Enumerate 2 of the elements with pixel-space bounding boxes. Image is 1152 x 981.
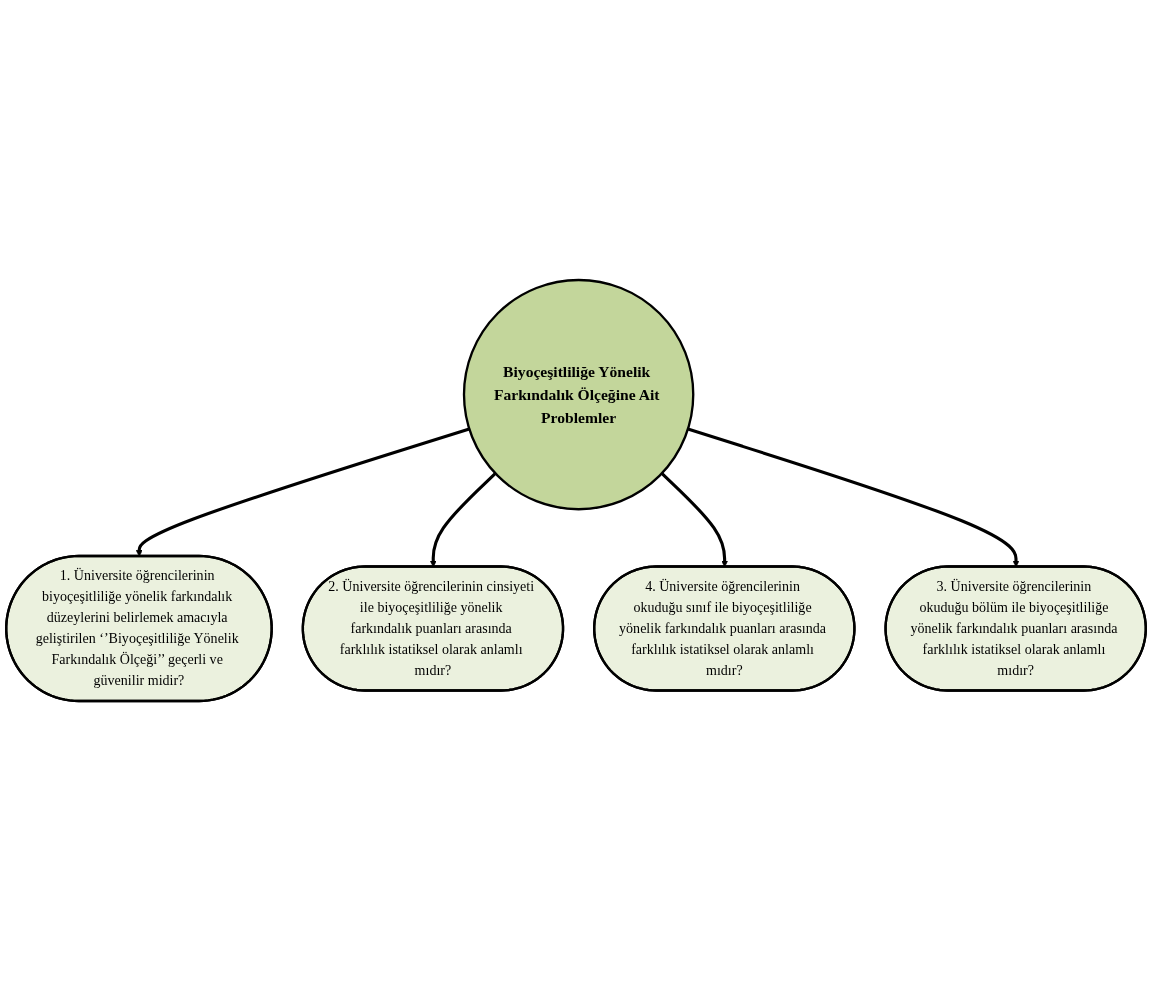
node-circle: Biyoçeşitliliğe Yönelik Farkındalık Ölçeğine Ait Problemler bbox=[462, 278, 695, 511]
arrow bbox=[135, 427, 470, 557]
